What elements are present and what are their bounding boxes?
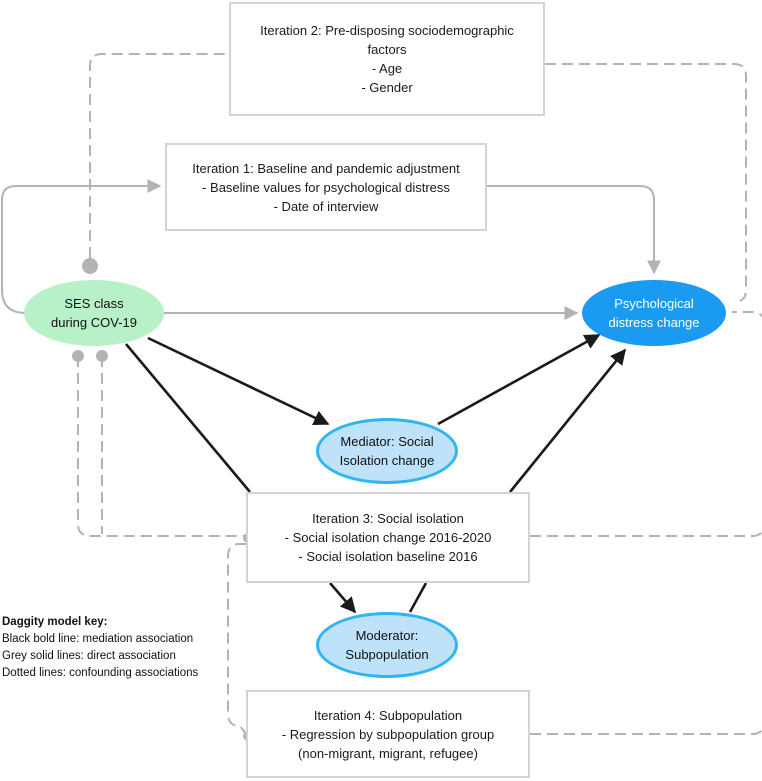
legend-item-confounding: Dotted lines: confounding associations	[2, 667, 199, 679]
legend-item-direct: Grey solid lines: direct association	[2, 650, 176, 662]
iteration2-title: Iteration 2: Pre-disposing sociodemograp…	[260, 23, 514, 38]
mediator-node: Mediator: Social Isolation change	[316, 418, 458, 484]
confound-line-iteration2	[89, 53, 747, 303]
iteration3-title: Iteration 3: Social isolation	[312, 511, 464, 526]
iteration2-box: Iteration 2: Pre-disposing sociodemograp…	[229, 2, 545, 116]
psychological-distress-node: Psychological distress change	[582, 280, 726, 346]
confound-line-iteration3-right	[530, 311, 762, 537]
mediation-line-ses-to-iteration3	[125, 343, 251, 493]
ses-class-label-2: during COV-19	[51, 315, 137, 330]
iteration1-box: Iteration 1: Baseline and pandemic adjus…	[165, 143, 487, 231]
confound-line-iteration3-left	[77, 356, 246, 537]
confound-line-iteration4-right	[530, 727, 762, 735]
iteration3-item-baseline: - Social isolation baseline 2016	[298, 549, 478, 564]
ses-class-label-1: SES class	[64, 296, 124, 311]
iteration2-item-gender: - Gender	[361, 80, 413, 95]
iteration3-box: Iteration 3: Social isolation - Social i…	[246, 492, 530, 583]
mediator-label-2: Isolation change	[339, 453, 435, 468]
psych-label-1: Psychological	[614, 296, 694, 311]
iteration4-item-groups: (non-migrant, migrant, refugee)	[298, 745, 478, 761]
iteration3-item-change: - Social isolation change 2016-2020	[284, 530, 492, 545]
iteration2-item-age: - Age	[371, 61, 403, 76]
legend-title: Daggity model key:	[2, 616, 108, 628]
iteration1-item-baseline: - Baseline values for psychological dist…	[202, 179, 450, 195]
iteration4-item-regression: - Regression by subpopulation group	[281, 726, 495, 742]
mediation-line-moderator-to-iteration3	[408, 582, 428, 613]
direct-line-ses-to-iteration1	[0, 179, 162, 314]
mediation-line-iteration3-to-psych	[508, 348, 627, 493]
ses-class-node: SES class during COV-19	[24, 280, 164, 346]
mediator-label-1: Mediator: Social	[340, 434, 434, 449]
iteration4-title: Iteration 4: Subpopulation	[313, 707, 463, 723]
iteration2-title-cont: factors	[367, 42, 407, 57]
iteration4-box: Iteration 4: Subpopulation - Regression …	[246, 690, 530, 778]
confound-line-iteration4-left	[227, 543, 247, 735]
moderator-node: Moderator: Subpopulation	[316, 612, 458, 678]
direct-line-iteration1-to-psych	[487, 185, 661, 275]
iteration1-item-date: - Date of interview	[273, 198, 379, 214]
confound-dot-iteration2	[82, 258, 98, 274]
model-key-legend: Daggity model key: Black bold line: medi…	[2, 614, 198, 682]
mediation-line-ses-to-mediator	[147, 336, 330, 426]
moderator-label-2: Subpopulation	[345, 647, 429, 662]
psych-label-2: distress change	[608, 315, 700, 330]
confound-dot-left-1	[72, 350, 84, 362]
legend-item-mediation: Black bold line: mediation association	[2, 633, 194, 645]
confound-dot-left-2	[96, 350, 108, 362]
moderator-label-1: Moderator:	[355, 628, 419, 643]
iteration1-title: Iteration 1: Baseline and pandemic adjus…	[192, 160, 460, 176]
mediation-line-mediator-to-psych	[437, 333, 601, 426]
mediation-line-iteration3-to-moderator	[329, 582, 357, 614]
